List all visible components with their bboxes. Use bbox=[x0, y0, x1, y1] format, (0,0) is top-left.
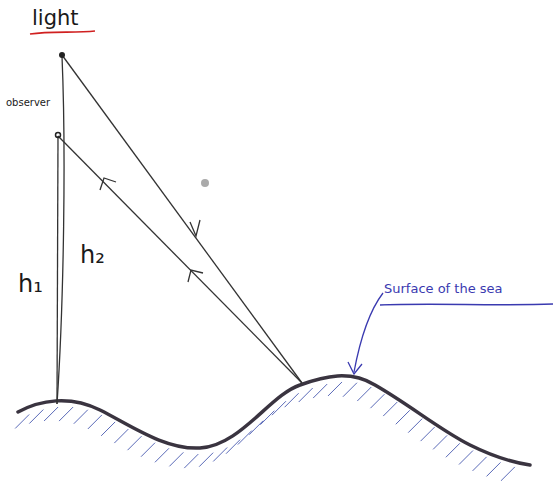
hatch-stroke bbox=[101, 422, 115, 436]
hatch-stroke bbox=[328, 382, 342, 396]
height-label: h₂ bbox=[80, 243, 105, 267]
light-label: light bbox=[32, 8, 79, 29]
arrowhead bbox=[100, 178, 116, 190]
arrowhead bbox=[188, 270, 203, 282]
height-line bbox=[57, 136, 58, 404]
observer-label: observer bbox=[6, 98, 50, 108]
hatch-stroke bbox=[357, 387, 371, 401]
hatch-stroke bbox=[155, 448, 169, 462]
hatch-stroke bbox=[433, 435, 447, 449]
light-ray bbox=[58, 136, 302, 383]
hatch-stroke bbox=[370, 394, 384, 408]
height-line bbox=[57, 56, 64, 404]
hatch-stroke bbox=[141, 443, 155, 457]
hatch-stroke bbox=[501, 467, 515, 481]
hatch-stroke bbox=[383, 402, 397, 416]
hatch-stroke bbox=[29, 410, 43, 424]
hatch-stroke bbox=[473, 457, 487, 471]
underline bbox=[380, 304, 553, 305]
sea-surface bbox=[18, 376, 530, 465]
height-label: h₁ bbox=[18, 272, 43, 296]
hatch-stroke bbox=[299, 388, 313, 402]
hatch-stroke bbox=[408, 419, 422, 433]
light-source bbox=[59, 52, 65, 58]
hatch-stroke bbox=[446, 443, 460, 457]
hatch-stroke bbox=[128, 436, 142, 450]
hatch-stroke bbox=[184, 454, 198, 468]
leader-line bbox=[354, 293, 383, 372]
sea-label: Surface of the sea bbox=[384, 282, 503, 295]
underline bbox=[30, 31, 95, 34]
observer-point bbox=[56, 133, 61, 138]
hatch-stroke bbox=[459, 451, 473, 465]
hatch-stroke bbox=[15, 414, 29, 428]
hatch-stroke bbox=[226, 440, 240, 454]
hatch-stroke bbox=[343, 383, 357, 397]
hatch-stroke bbox=[114, 429, 128, 443]
hatch-stroke bbox=[487, 462, 501, 476]
arrowhead bbox=[190, 220, 200, 236]
hatch-stroke bbox=[421, 427, 435, 441]
arrowhead bbox=[348, 362, 362, 374]
hatch-stroke bbox=[285, 393, 299, 407]
hatch-stroke bbox=[213, 447, 227, 461]
hatch-stroke bbox=[313, 384, 327, 398]
hatch-stroke bbox=[88, 415, 102, 429]
hatch-stroke bbox=[44, 407, 58, 421]
light-ray bbox=[62, 55, 302, 383]
hatch-stroke bbox=[199, 453, 213, 467]
hatch-stroke bbox=[59, 407, 73, 421]
hatch-stroke bbox=[396, 410, 410, 424]
smudge bbox=[201, 179, 209, 187]
water-hatching bbox=[15, 382, 515, 481]
hatch-stroke bbox=[74, 410, 88, 424]
hatch-stroke bbox=[169, 452, 183, 466]
